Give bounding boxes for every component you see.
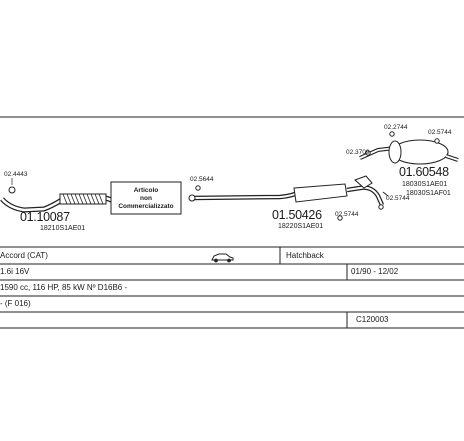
extra-cell: - (F 016) [0, 299, 31, 308]
middle-pipe-oem: 18220S1AE01 [278, 223, 323, 230]
period-cell: 01/90 - 12/02 [351, 267, 399, 276]
rear-silencer-number: 01.60548 [399, 165, 449, 179]
middle-silencer [293, 183, 348, 203]
rear-silencer [359, 131, 459, 197]
front-pipe-number: 01.10087 [20, 210, 70, 224]
rear-hanger-ref-b: 02.5744 [428, 129, 452, 136]
not-sold-line1: Articolo [134, 187, 159, 194]
rear-bracket-ref: 02.5744 [386, 195, 410, 202]
body-type-cell: Hatchback [286, 251, 324, 260]
not-sold-line3: Commercializzato [118, 203, 173, 210]
middle-pipe-ref-top: 02.5644 [190, 176, 214, 183]
rear-clamp-ref: 02.3709 [346, 149, 370, 156]
front-pipe-oem: 18210S1AE01 [40, 225, 85, 232]
rear-silencer-cap [388, 140, 402, 164]
middle-pipe-flange [188, 194, 196, 202]
middle-hanger [354, 175, 373, 189]
front-clamp-ref: 02.4443 [4, 171, 28, 178]
not-sold-box [110, 181, 182, 215]
front-pipe [0, 178, 121, 213]
flex-pipe-section [59, 193, 107, 205]
rear-silencer-oem-2: 18030S1AF01 [406, 190, 451, 197]
rear-hanger-ref-a: 02.2744 [384, 124, 408, 131]
rear-silencer-oem-1: 18030S1AE01 [402, 181, 447, 188]
car-icon [211, 253, 234, 263]
not-sold-line2: non [140, 195, 152, 202]
code-cell: C120003 [356, 315, 389, 324]
engine-cell: 1.6i 16V [0, 267, 30, 276]
middle-pipe-number: 01.50426 [272, 208, 322, 222]
middle-pipe [188, 175, 385, 221]
front-clamp [8, 186, 16, 194]
model-cell: Accord (CAT) [0, 251, 48, 260]
middle-pipe-ref-bottom: 02.5744 [335, 211, 359, 218]
specs-cell: 1590 cc, 116 HP, 85 kW Nº D16B6 - [0, 283, 128, 292]
